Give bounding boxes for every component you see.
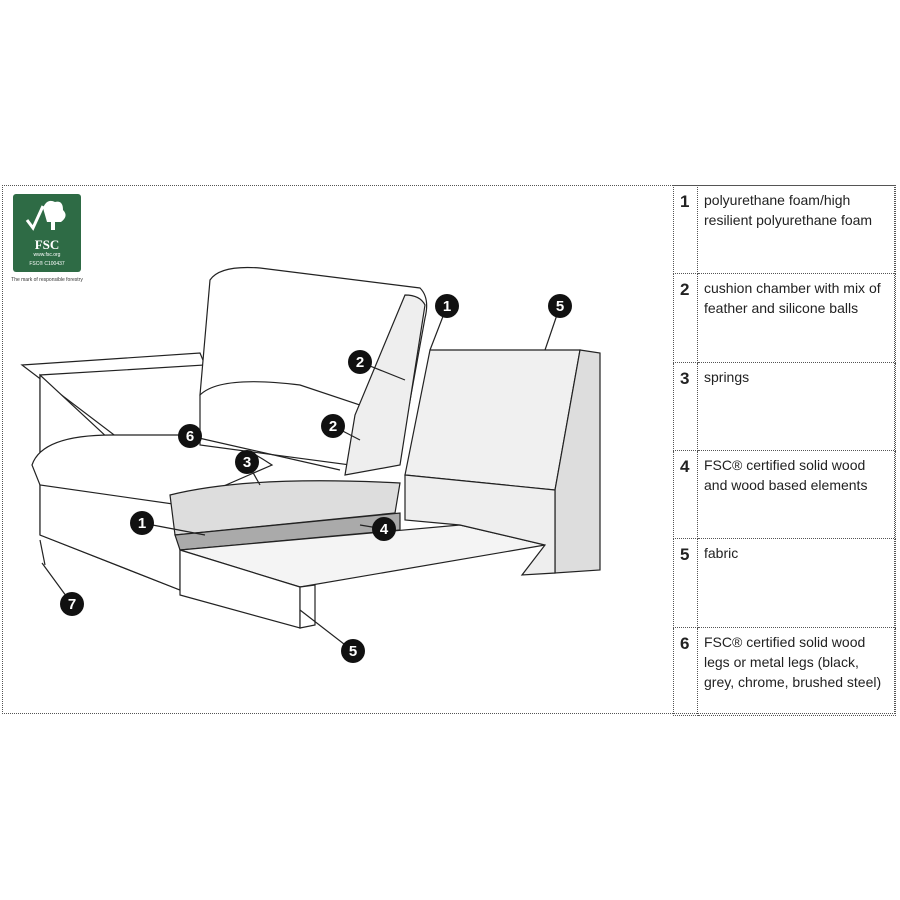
callout-4: 4 bbox=[372, 517, 396, 541]
svg-text:2: 2 bbox=[356, 354, 364, 371]
callout-1: 1 bbox=[435, 294, 459, 318]
callout-5: 5 bbox=[341, 639, 365, 663]
callout-3: 3 bbox=[235, 450, 259, 474]
callout-2: 2 bbox=[321, 414, 345, 438]
callout-6: 6 bbox=[178, 424, 202, 448]
svg-text:2: 2 bbox=[329, 418, 337, 435]
svg-text:1: 1 bbox=[138, 515, 146, 532]
tree-check-icon bbox=[25, 200, 66, 231]
svg-text:6: 6 bbox=[186, 428, 194, 445]
callout-1: 1 bbox=[130, 511, 154, 535]
fsc-logo-url: www.fsc.org bbox=[33, 252, 61, 258]
fsc-logo-name: FSC bbox=[34, 237, 60, 252]
callout-7: 7 bbox=[60, 592, 84, 616]
svg-text:1: 1 bbox=[443, 298, 451, 315]
svg-text:3: 3 bbox=[243, 454, 251, 471]
svg-text:7: 7 bbox=[68, 596, 76, 613]
svg-text:5: 5 bbox=[556, 298, 564, 315]
fsc-logo: FSC www.fsc.org FSC® C100437 bbox=[13, 194, 81, 272]
back-panel bbox=[404, 349, 581, 491]
svg-text:4: 4 bbox=[380, 521, 389, 538]
fsc-tagline: The mark of responsible forestry bbox=[11, 277, 83, 283]
sofa-exploded-diagram: 1 2 2 6 3 1 4 5 5 7 bbox=[20, 266, 601, 663]
callout-5: 5 bbox=[548, 294, 572, 318]
fsc-logo-code: FSC® C100437 bbox=[29, 261, 65, 267]
svg-text:5: 5 bbox=[349, 643, 357, 660]
callout-2: 2 bbox=[348, 350, 372, 374]
